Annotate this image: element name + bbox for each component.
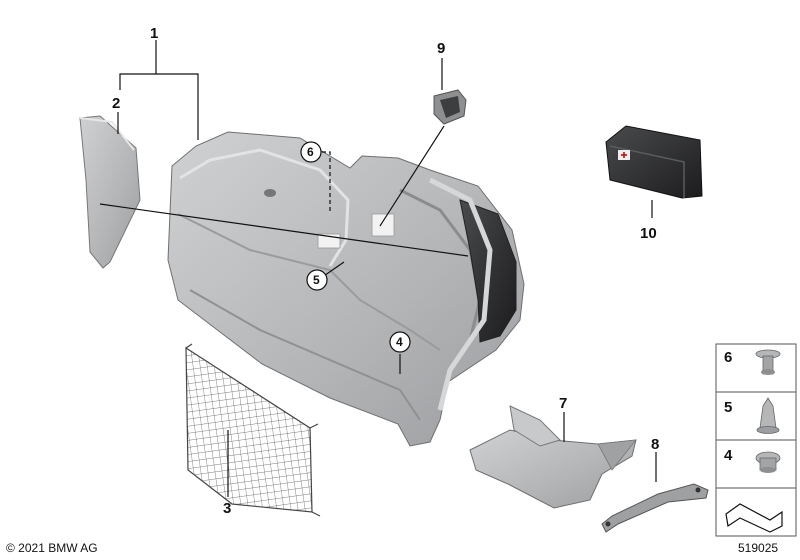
bracket-part-8	[601, 483, 709, 533]
legend-5: 5	[724, 399, 732, 416]
callout-8: 8	[651, 436, 659, 453]
callout-10: 10	[640, 225, 657, 242]
callout-9: 9	[437, 40, 445, 57]
continuation-arrow-icon	[725, 503, 783, 533]
luggage-net-part-3	[185, 343, 321, 517]
cover-part-9	[433, 89, 467, 125]
clip-6-icon	[755, 349, 781, 375]
callout-5: 5	[313, 273, 320, 287]
legend-4: 4	[724, 447, 733, 464]
legend-6: 6	[724, 349, 732, 366]
callouts: 1 2 3 7 8 9 10 4 5 6	[112, 25, 659, 517]
leader-lines	[99, 40, 657, 497]
luggage-compartment-trim-part-1	[167, 131, 525, 447]
first-aid-kit-part-10	[605, 125, 703, 199]
trim-panel-part-2	[79, 115, 141, 269]
clip-4-icon	[755, 451, 781, 473]
callout-3: 3	[223, 500, 231, 517]
diagram-reference-number: 519025	[738, 541, 779, 555]
callout-4: 4	[396, 335, 403, 349]
trim-piece-part-7	[469, 405, 637, 509]
fastener-legend: 6 5 4	[715, 343, 797, 537]
callout-7: 7	[559, 395, 567, 412]
copyright-notice: © 2021 BMW AG	[6, 541, 98, 555]
callout-6: 6	[307, 145, 314, 159]
callout-1: 1	[150, 25, 158, 42]
callout-2: 2	[112, 95, 120, 112]
clip-5-icon	[756, 397, 780, 434]
